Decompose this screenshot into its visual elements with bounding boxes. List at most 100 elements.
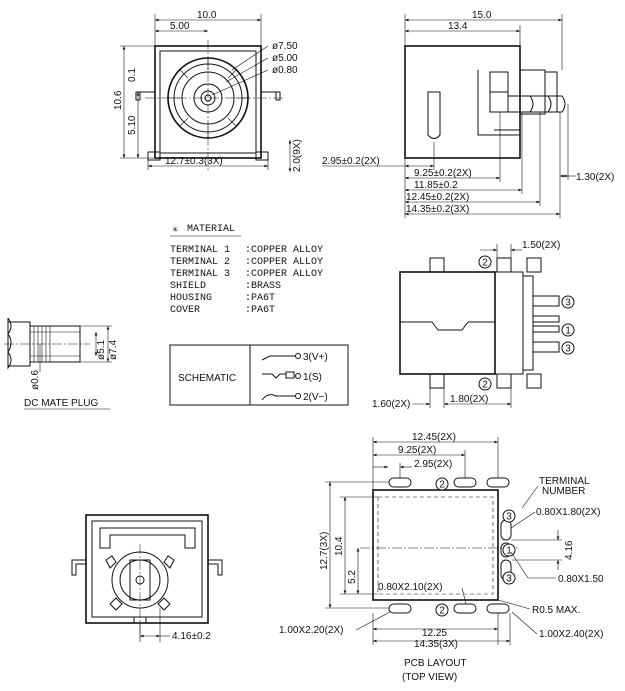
material-value: :COPPER ALLOY [245,245,323,256]
dim-12-45: 12.45±0.2(2X) [406,192,469,203]
dc-mate-plug: ø5.1 ø7.4 ø0.6 DC MATE PLUG [4,317,119,410]
pcb-terminal-marker-circle [502,509,516,523]
side-view: 15.0 13.4 2.95±0.2(2X) 9.25±0.2(2X) 11.8… [322,10,614,218]
dim-pin-length: 2.0(9X) [292,139,303,172]
terminal-marker: 3 [565,298,571,309]
pcb-bottom-14-35: 14.35(3X) [414,639,458,650]
dim-total: 15.0 [472,10,492,21]
dim-bv-left: 1.60(2X) [372,399,410,410]
dim-body: 13.4 [448,21,468,32]
plug-d2: ø7.4 [108,340,119,360]
pcb-slot [453,603,477,614]
pcb-dim-12-45: 12.45(2X) [412,432,456,443]
pcb-slot [388,477,412,488]
schematic-pin-1: 1(S) [303,372,322,383]
terminal-marker: 1 [565,326,571,337]
terminal-marker: 2 [482,258,488,269]
front-view-body [85,514,209,624]
dia-7-50: ø7.50 [272,41,298,52]
pcb-outline [372,489,499,601]
dia-5-00: ø5.00 [272,53,298,64]
top-view-pin-right [261,91,281,101]
top-view: 10.0 5.00 10.6 5.10 0.1 12.7±0.3(3X) 2.0… [113,10,303,172]
bottom-view: 2 3 1 3 2 1.50(2X) 1.60(2X) 1.80(2X) [372,240,575,410]
dim-height: 10.6 [113,90,124,110]
material-star: ✳ [172,225,178,236]
terminal-label-1: TERMINAL [539,476,590,487]
material-value: :PA6T [245,305,275,316]
dim-9-25: 9.25±0.2(2X) [414,168,472,179]
material-name: COVER [170,305,200,316]
pcb-slot [453,477,477,488]
terminal-marker-circle [561,323,575,337]
pcb-slot-5: 1.00X2.40(2X) [539,629,604,640]
pcb-dim-9-25: 9.25(2X) [398,445,436,456]
terminal-marker-circle [478,377,492,391]
pcb-bottom-12-25: 12.25 [422,628,447,639]
dia-0-80: ø0.80 [272,65,298,76]
terminal-marker: 3 [565,344,571,355]
dim-11-85: 11.85±0.2 [414,180,458,191]
pcb-slot [388,603,412,614]
schematic-pin-3: 3(V+) [303,352,328,363]
pcb-slot-2: 0.80X1.50 [558,574,604,585]
pcb-slot-3: 0.80X2.10(2X) [378,582,443,593]
pcb-dim-2-95: 2.95(2X) [414,459,452,470]
material-value: :COPPER ALLOY [245,257,323,268]
material-value: :BRASS [245,281,281,292]
pcb-terminal-marker-circle [435,603,449,617]
pcb-slot [486,603,510,614]
material-value: :COPPER ALLOY [245,269,323,280]
schematic-pin-2: 2(V−) [303,392,328,403]
dim-14-35: 14.35±0.2(3X) [406,204,469,215]
pcb-terminal-marker: 2 [439,480,445,491]
pcb-slot-1: 0.80X1.80(2X) [536,507,601,518]
bottom-view-body [399,271,496,375]
pcb-slot [500,519,512,541]
pcb-terminal-marker: 1 [506,546,512,557]
dim-side-left: 2.95±0.2(2X) [322,156,380,167]
dim-offset: 0.1 [127,68,138,82]
pcb-height: 12.7(3X) [319,532,330,570]
side-view-body [404,45,521,159]
material-name: HOUSING [170,293,212,304]
material-heading: MATERIAL [187,224,235,235]
material-name: TERMINAL 3 [170,269,230,280]
material-name: SHIELD [170,281,206,292]
material-value: :PA6T [245,293,275,304]
pcb-caption-1: PCB LAYOUT [404,658,467,669]
schematic-label: SCHEMATIC [178,373,236,384]
dim-side-right: 1.30(2X) [576,172,614,183]
dim-bv-mid: 1.80(2X) [450,394,488,405]
pcb-half: 5.2 [347,570,358,584]
pcb-terminal-marker-circle [502,571,516,585]
terminal-marker-circle [561,295,575,309]
dim-half-height: 5.10 [127,115,138,135]
pcb-terminal-marker: 2 [439,606,445,617]
plug-d3: ø0.6 [30,370,41,390]
pcb-slot [486,477,510,488]
dim-front: 4.16±0.2 [172,631,211,642]
terminal-marker-circle [478,255,492,269]
pcb-terminal-marker-circle [435,477,449,491]
material-name: TERMINAL 1 [170,245,230,256]
terminal-marker-circle [561,341,575,355]
dim-bv-top: 1.50(2X) [522,240,560,251]
pcb-caption-2: (TOP VIEW) [402,672,457,683]
top-view-pin-left [135,91,155,101]
pcb-pitch: 4.16 [564,540,575,560]
pcb-radius: R0.5 MAX. [532,605,580,616]
material-table: ✳ MATERIAL TERMINAL 1 :COPPER ALLOY TERMIN… [170,224,323,316]
dim-width: 10.0 [197,10,217,21]
pcb-terminal-marker: 3 [506,512,512,523]
pcb-terminal-marker: 3 [506,574,512,585]
plug-caption: DC MATE PLUG [24,398,98,409]
pcb-inner: 10.4 [334,536,345,556]
material-name: TERMINAL 2 [170,257,230,268]
terminal-marker: 2 [482,380,488,391]
front-view: 4.16±0.2 [71,514,223,642]
schematic-box: SCHEMATIC 3(V+) 1(S) 2(V−) [169,344,349,406]
plug-d1: ø5.1 [96,340,107,360]
pcb-slot-4: 1.00X2.20(2X) [279,625,344,636]
